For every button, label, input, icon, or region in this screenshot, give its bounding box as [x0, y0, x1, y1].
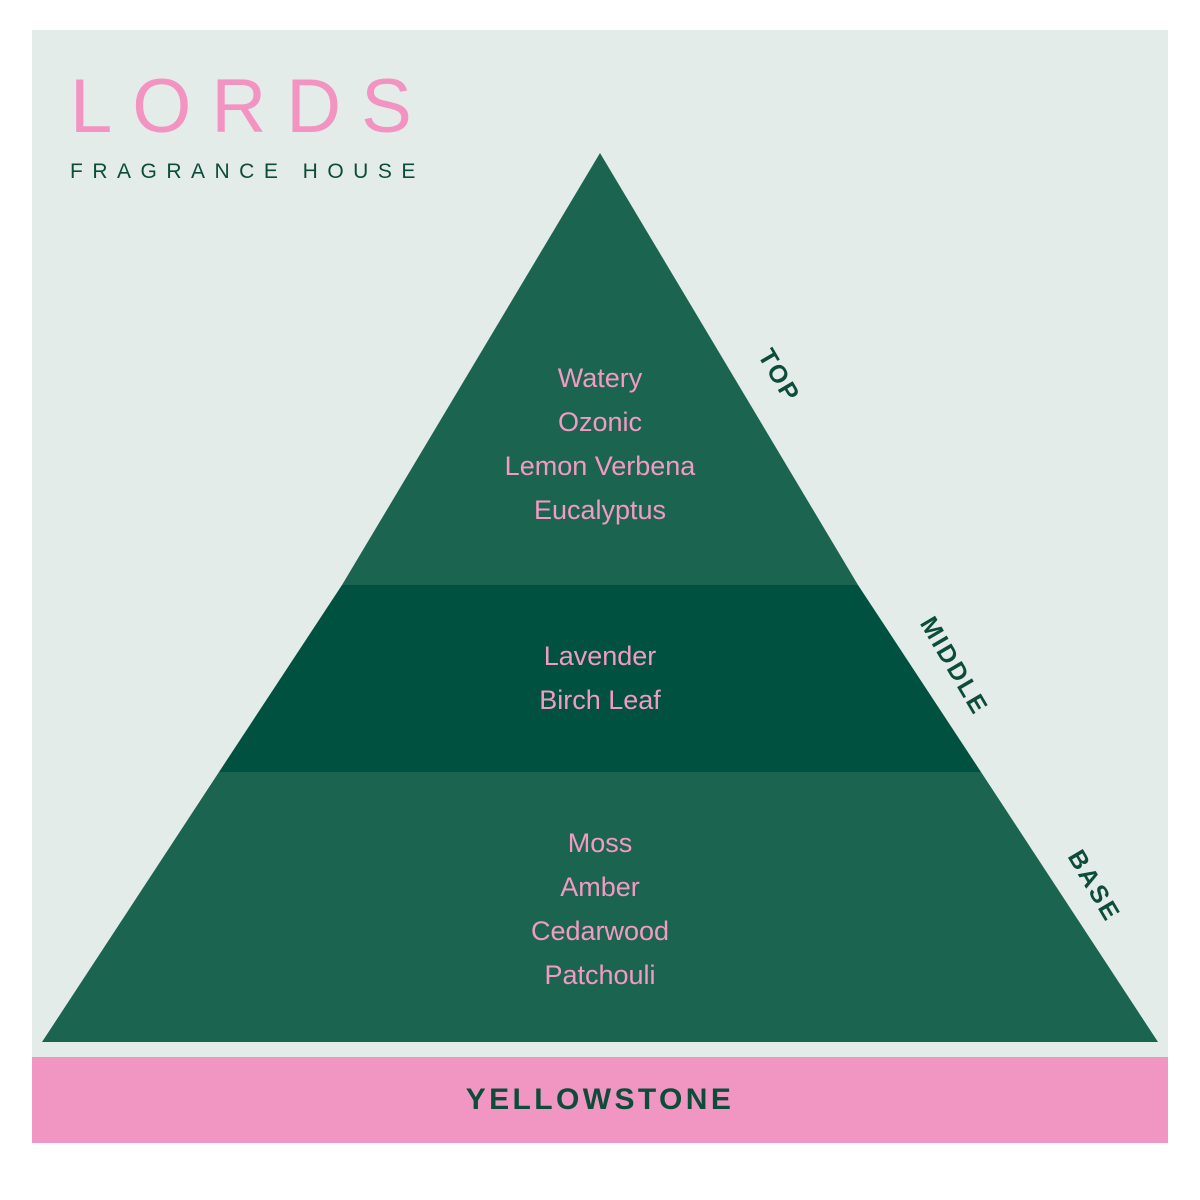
note-label: Lavender: [544, 641, 657, 671]
note-label: Amber: [560, 872, 640, 902]
brand-name: LORDS: [70, 64, 432, 149]
pyramid-tier-top: [342, 153, 858, 585]
note-label: Cedarwood: [531, 916, 669, 946]
note-label: Lemon Verbena: [505, 451, 697, 481]
brand-tagline: FRAGRANCE HOUSE: [70, 160, 425, 183]
product-name-banner: YELLOWSTONE: [32, 1057, 1168, 1143]
note-label: Ozonic: [558, 407, 642, 437]
brand-lockup: LORDS FRAGRANCE HOUSE: [70, 66, 590, 184]
pyramid-tier-middle: [219, 585, 981, 772]
note-label: Moss: [568, 828, 633, 858]
note-label: Patchouli: [544, 960, 655, 990]
fragrance-pyramid: Watery Ozonic Lemon Verbena Eucalyptus L…: [32, 140, 1168, 1055]
tier-side-label-top: TOP: [752, 344, 805, 408]
note-label: Eucalyptus: [534, 495, 666, 525]
product-name-label: YELLOWSTONE: [465, 1083, 735, 1116]
note-label: Birch Leaf: [539, 685, 661, 715]
pyramid-tier-base: [42, 772, 1158, 1042]
note-label: Watery: [558, 363, 643, 393]
